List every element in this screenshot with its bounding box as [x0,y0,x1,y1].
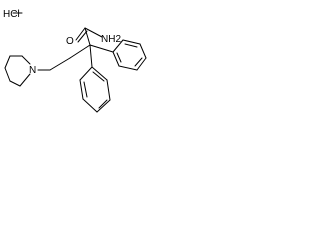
alkyl-chain [37,44,91,71]
amide-c-quaternary-bond [84,27,91,46]
amide-nh2-label: NH2 [101,34,121,45]
phenyl-bottom-double-1 [83,81,88,98]
hcl-label: HCl [3,9,20,20]
phenyl-right-double-2 [134,57,143,67]
amide-c-n-bond [84,27,103,38]
oxygen-label: O [66,36,74,47]
phenyl-bottom-bond-5 [106,79,111,101]
hydrochloride-salt: HCl [3,9,23,20]
piperidine-bond-1 [19,73,31,87]
phenyl-bottom-double-2 [98,99,108,109]
phenyl-right-bond-4 [136,57,147,71]
quaternary-to-ch2-bond [69,44,91,59]
phenyl-right-bond-2 [122,39,141,45]
quaternary-to-phenyl-bottom-bond [89,44,93,68]
phenyl-bottom-bond-4 [96,99,111,113]
phenyl-bottom-bond-6 [91,66,108,81]
carbonyl-bond-2 [77,30,88,43]
phenyl-bottom-bond-1 [79,66,93,81]
phenyl-right-bond-3 [139,43,147,59]
phenyl-ring-bottom [79,44,111,113]
carbonyl-bond-1 [75,27,86,41]
phenyl-right-bond-6 [112,51,120,67]
phenyl-right-bond-5 [118,65,138,71]
quaternary-to-phenyl-right-bond [89,44,114,53]
phenyl-right-double-1 [124,43,138,48]
phenyl-bottom-double-3 [92,71,105,82]
phenyl-right-double-3 [116,52,122,63]
piperidine-bond-4 [4,55,11,69]
ch2-to-ch2-bond [49,57,71,71]
phenyl-bottom-bond-3 [82,98,98,113]
piperidine-bond-6 [21,55,31,65]
piperidine-ring: N [4,55,36,87]
chemical-structure-diagram: HCl O NH2 N [3,9,147,113]
phenyl-bottom-bond-2 [79,79,84,100]
piperidine-n-label: N [29,65,36,76]
amide-group: O NH2 [66,27,121,47]
piperidine-bond-3 [4,67,11,82]
piperidine-bond-2 [9,80,21,87]
phenyl-ring-right [89,39,147,71]
phenyl-right-bond-1 [112,39,124,53]
